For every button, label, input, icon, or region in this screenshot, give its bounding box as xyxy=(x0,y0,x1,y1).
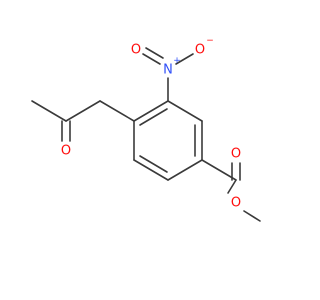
bond-c1-c2 xyxy=(167,100,203,122)
bonds xyxy=(31,47,261,222)
bond-cester-oether xyxy=(227,179,237,194)
molecule-canvas: N + O O − O O O xyxy=(31,36,261,222)
bond-c3-cester xyxy=(201,159,237,181)
bond-c3-c4 xyxy=(167,159,203,181)
bond-n-o-top-b xyxy=(145,47,164,59)
nitro-nitrogen-label: N xyxy=(163,63,173,78)
nitro-oxygen-right-label: O xyxy=(195,43,205,58)
nitro-nitrogen-charge: + xyxy=(173,56,181,66)
bond-c6-ch2 xyxy=(99,100,135,122)
bond-n-o-right xyxy=(175,53,194,65)
bond-c4-c5-inner xyxy=(139,155,168,173)
bond-ch2-c xyxy=(65,100,101,122)
bond-n-o-top-a xyxy=(142,53,161,65)
nitro-oxygen-charge: − xyxy=(206,36,214,46)
bond-oether-ch3 xyxy=(243,210,261,222)
ester-ether-oxygen-label: O xyxy=(231,196,241,211)
bond-c6-c1-inner xyxy=(139,108,168,126)
atom-labels: N + O O − O O O xyxy=(61,36,241,211)
structure-diagram: N + O O − O O O xyxy=(31,36,261,222)
nitro-oxygen-top-label: O xyxy=(131,43,141,58)
ketone-oxygen-label: O xyxy=(61,144,71,159)
ester-carbonyl-oxygen-label: O xyxy=(231,147,241,162)
bond-c6-c1 xyxy=(133,100,169,122)
bond-c4-c5 xyxy=(133,159,169,181)
bond-c-ch3 xyxy=(31,100,67,122)
